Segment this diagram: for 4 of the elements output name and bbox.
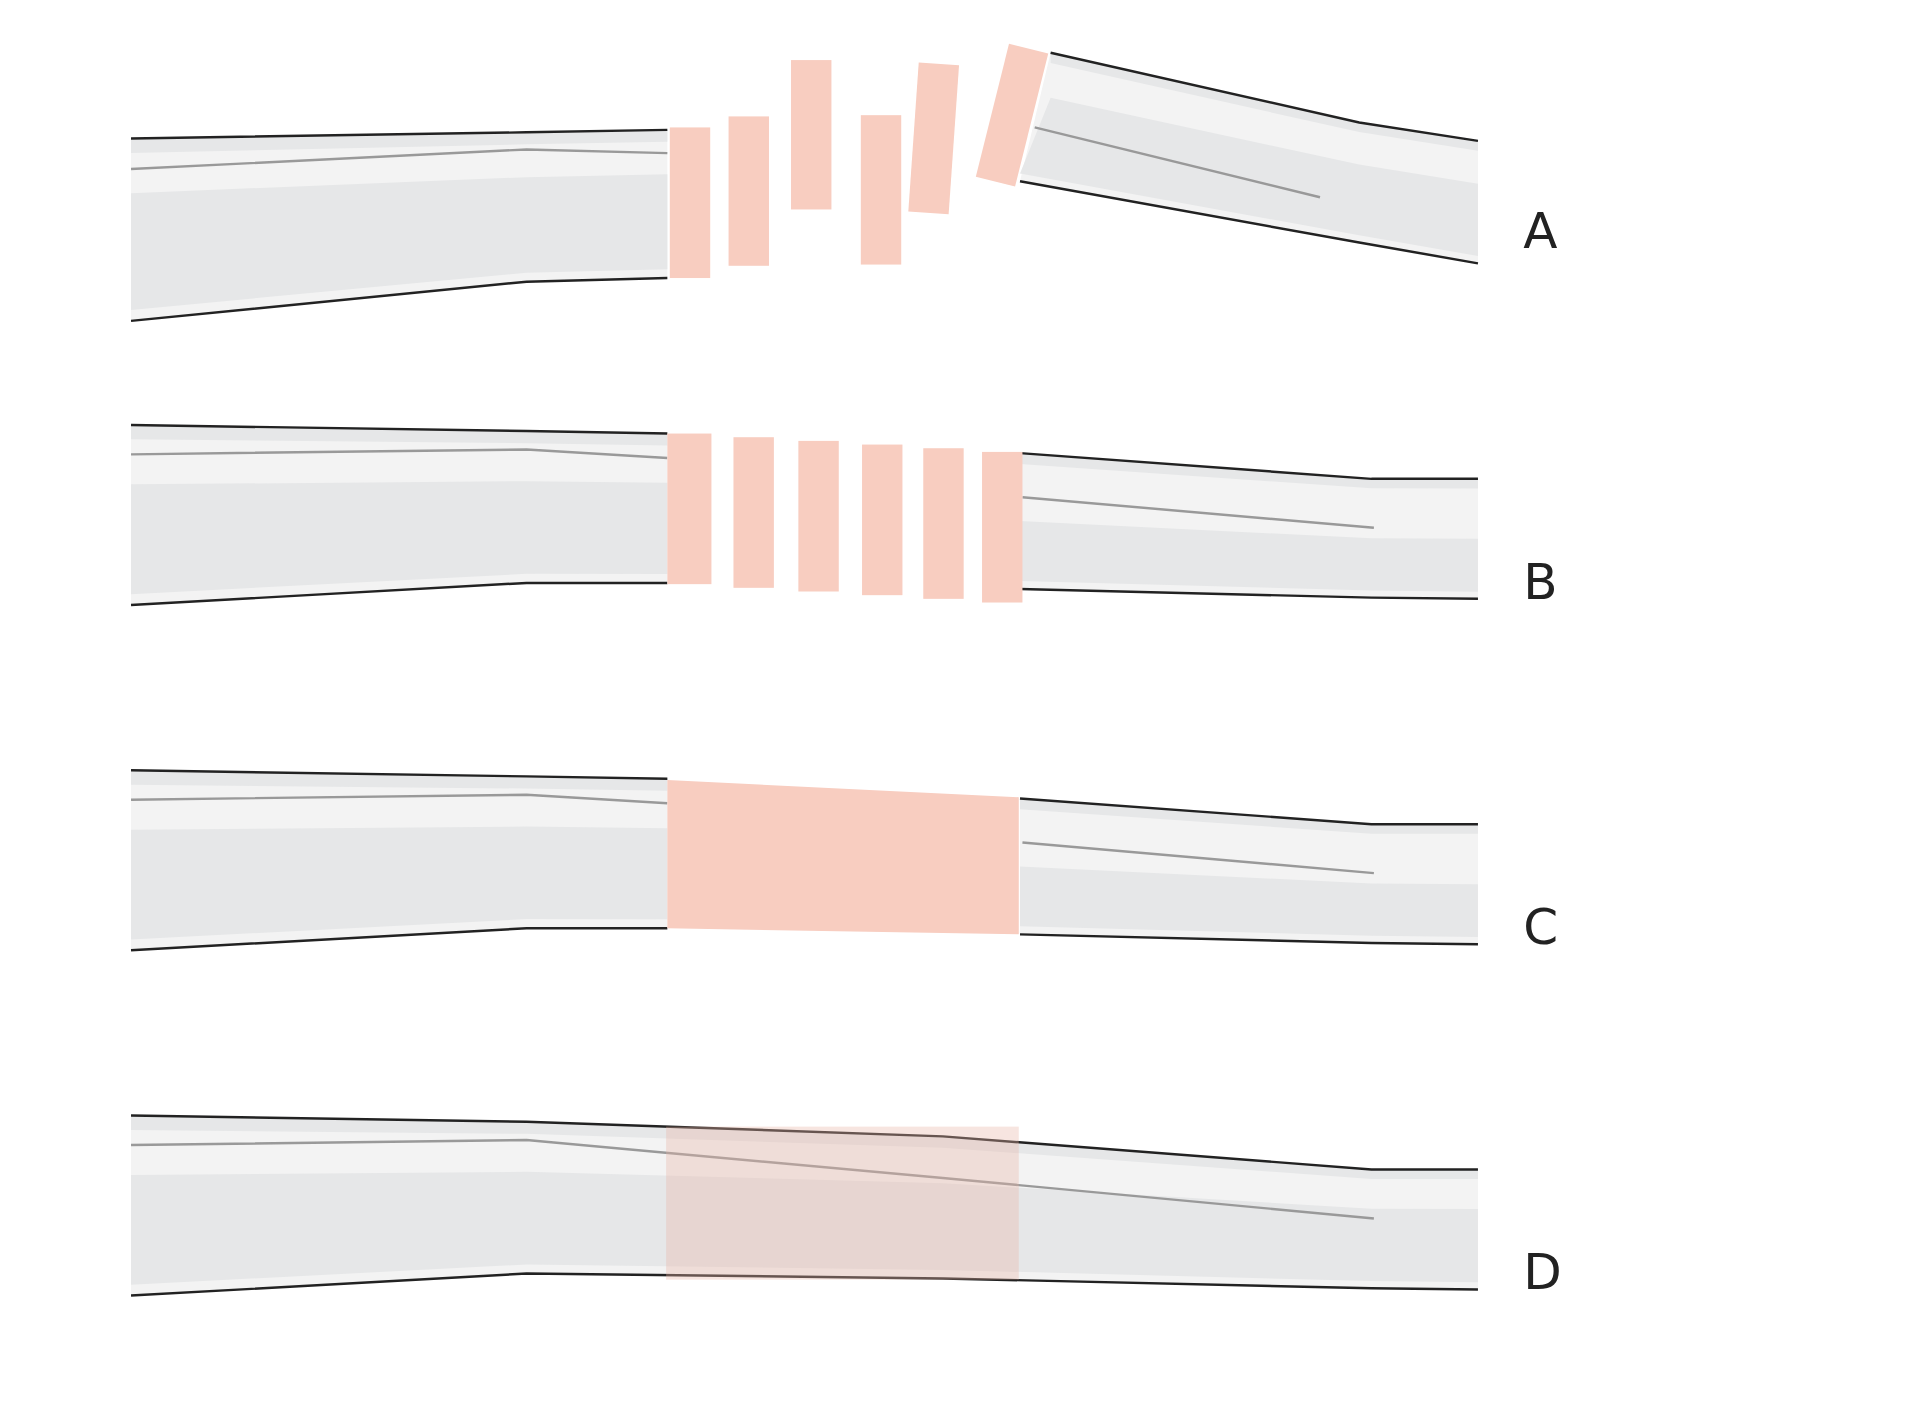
panel-letter: A [1523, 205, 1558, 256]
panel-letter: D [1523, 1246, 1562, 1297]
panel-letter: C [1523, 902, 1559, 953]
panel-letter: B [1523, 557, 1558, 608]
